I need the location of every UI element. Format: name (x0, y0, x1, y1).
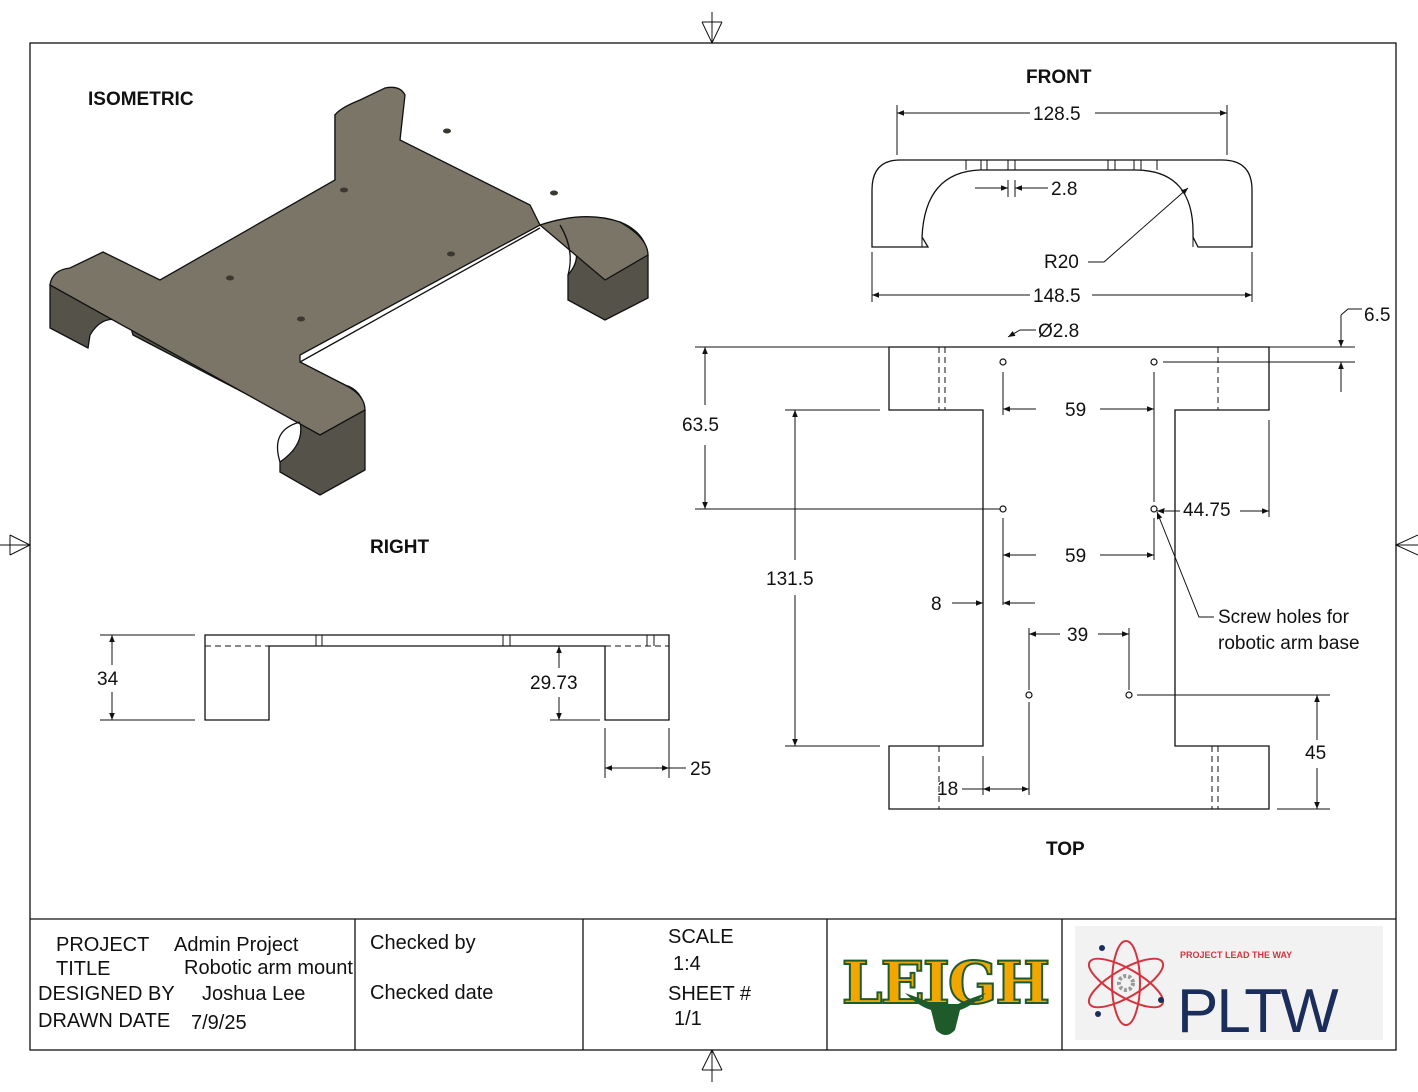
dim-right-inner-height: 29.73 (530, 673, 578, 694)
pltw-tagline: PROJECT LEAD THE WAY (1180, 950, 1292, 960)
drawn-date-value: 7/9/25 (191, 1012, 247, 1034)
checked-date-label: Checked date (370, 982, 493, 1004)
longhorn-icon (905, 993, 986, 1035)
centering-marks (0, 12, 1418, 1082)
dim-right-leg-width: 25 (690, 759, 711, 780)
dim-front-radius: R20 (1044, 252, 1079, 273)
dim-top-hole-row-offset: 63.5 (682, 415, 719, 436)
screw-holes (999, 358, 1158, 699)
project-label: PROJECT (56, 934, 149, 956)
top-view: Ø2.8 6.5 63.5 59 44.75 59 131.5 8 39 45 … (682, 305, 1390, 810)
dim-top-length: 131.5 (766, 569, 814, 590)
pltw-wordmark: PLTW (1177, 977, 1339, 1046)
title-label: TITLE (56, 958, 110, 980)
atom-gear-icon (1087, 940, 1165, 1026)
dim-top-hole-spacing-middle: 59 (1065, 546, 1086, 567)
isometric-view-label: ISOMETRIC (88, 89, 194, 110)
right-view-label: RIGHT (370, 537, 430, 558)
designed-by-label: DESIGNED BY (38, 983, 175, 1005)
front-view-label: FRONT (1026, 67, 1092, 88)
sheet-value: 1/1 (674, 1008, 702, 1030)
project-value: Admin Project (174, 934, 299, 956)
dim-top-edge-offset: 6.5 (1364, 305, 1390, 326)
drawn-date-label: DRAWN DATE (38, 1010, 170, 1032)
leigh-logo: LEIGH (841, 948, 1051, 1035)
dim-front-top-width: 128.5 (1033, 104, 1081, 125)
scale-value: 1:4 (673, 953, 701, 975)
dim-top-hole-to-edge: 44.75 (1183, 500, 1231, 521)
sheet-label: SHEET # (668, 983, 752, 1005)
dim-top-inset: 8 (931, 594, 942, 615)
dim-top-hole-diameter: Ø2.8 (1038, 321, 1079, 342)
title-value: Robotic arm mount (184, 957, 353, 979)
dim-top-lower-hole-x: 18 (937, 779, 958, 800)
dim-front-hole-width: 2.8 (1051, 179, 1077, 200)
note-line-1: Screw holes for (1218, 607, 1350, 628)
top-view-label: TOP (1046, 839, 1085, 860)
scale-label: SCALE (668, 926, 734, 948)
dim-right-height: 34 (97, 669, 119, 690)
designed-by-value: Joshua Lee (202, 983, 305, 1005)
title-block: PROJECT Admin Project TITLE Robotic arm … (30, 918, 1396, 1050)
dim-top-hole-spacing-lower: 39 (1067, 625, 1088, 646)
right-view: 34 29.73 25 (97, 634, 711, 780)
dim-front-overall-width: 148.5 (1033, 286, 1081, 307)
front-view: 128.5 2.8 R20 148.5 (871, 104, 1253, 307)
drawing-border (29, 42, 1397, 1051)
isometric-model (49, 86, 649, 496)
checked-by-label: Checked by (370, 932, 476, 954)
dim-top-hole-spacing-upper: 59 (1065, 400, 1086, 421)
pltw-logo: PROJECT LEAD THE WAY PLTW (1075, 926, 1383, 1046)
note-line-2: robotic arm base (1218, 633, 1360, 654)
dim-top-lower-hole-offset: 45 (1305, 743, 1326, 764)
